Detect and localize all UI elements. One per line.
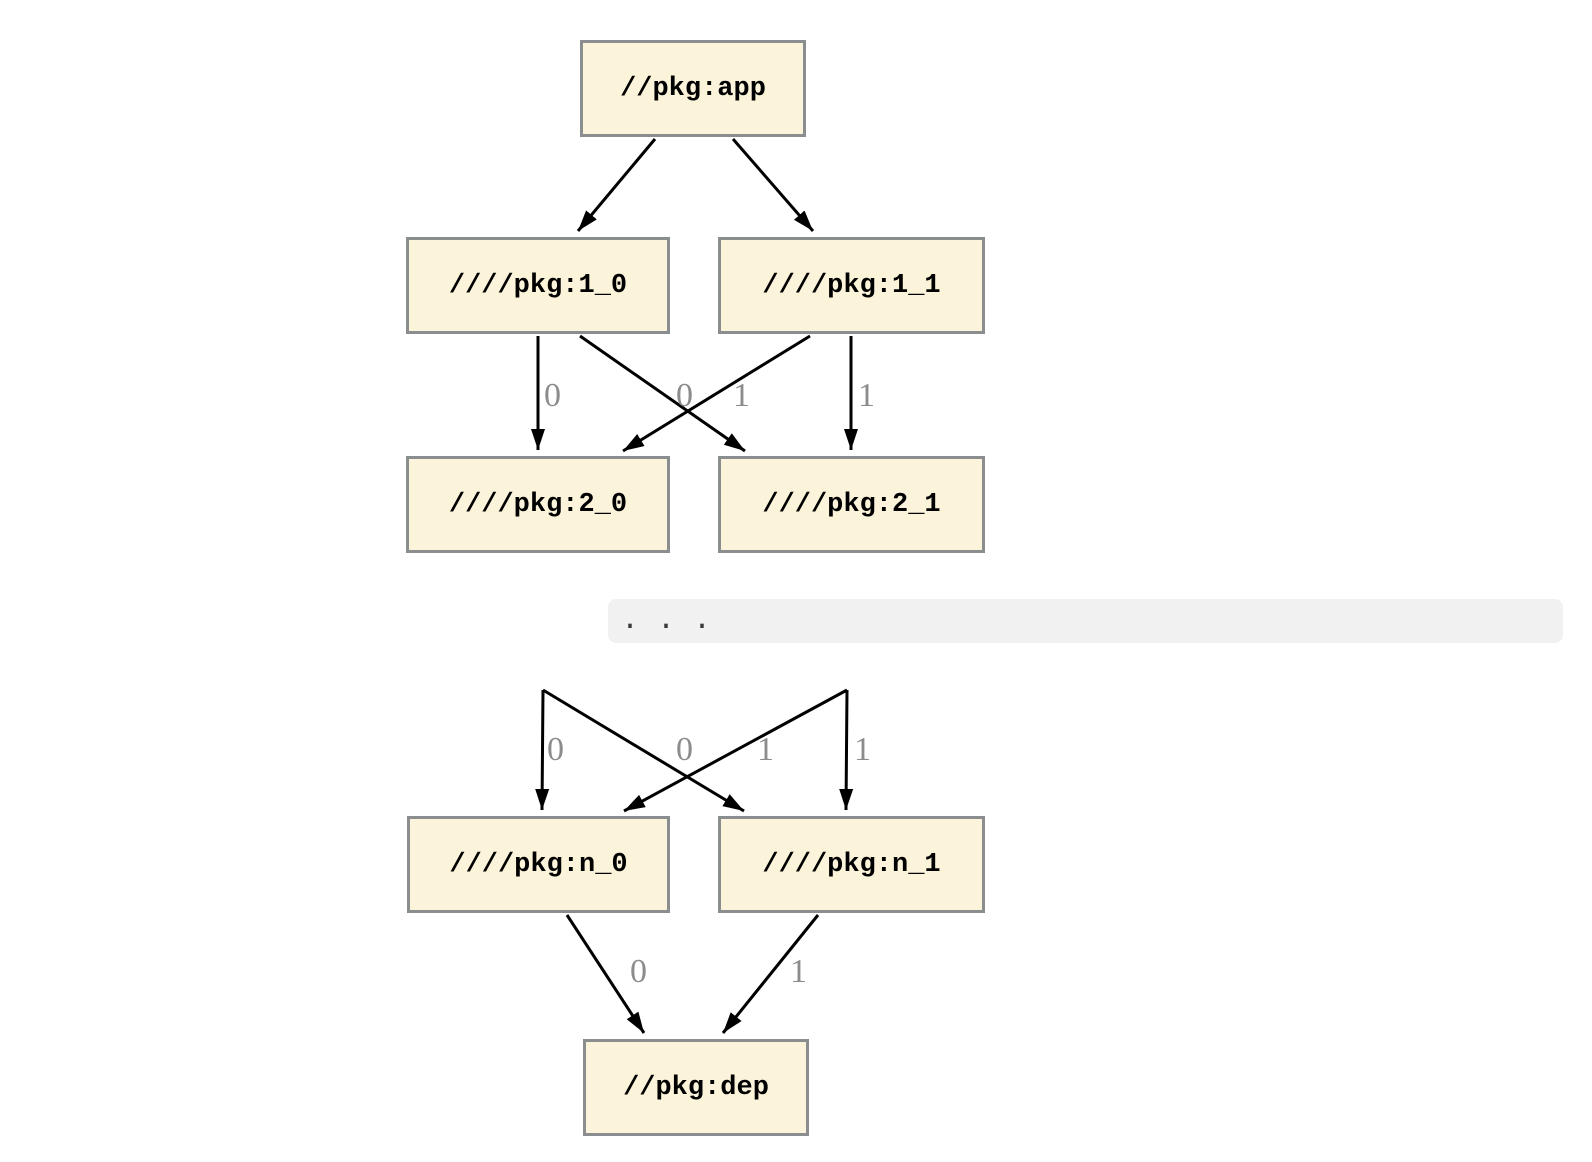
node-pkg-app: //pkg:app [580, 40, 806, 137]
edge-label-l1_1-to-l2_1: 1 [858, 377, 875, 414]
edge-prev_1-to-ln_1 [839, 689, 854, 811]
edge-label-l1_0-to-l2_0: 0 [544, 377, 561, 414]
node-pkg-n-0: ////pkg:n_0 [407, 816, 670, 913]
edge-label-l1_0-to-l2_1: 1 [733, 377, 750, 414]
node-pkg-n-1: ////pkg:n_1 [718, 816, 985, 913]
node-label: //pkg:dep [623, 1072, 769, 1103]
edge-app-to-l1_0 [576, 138, 657, 232]
ellipsis-text: . . . [621, 604, 712, 638]
edge-l1_1-to-l2_0 [622, 334, 811, 453]
node-label: ////pkg:1_0 [448, 270, 628, 301]
edge-label-prev_0-to-ln_0: 0 [547, 731, 564, 768]
node-label: //pkg:app [620, 73, 766, 104]
edge-label-prev_1-to-ln_1: 1 [854, 731, 871, 768]
node-pkg-1-1: ////pkg:1_1 [718, 237, 985, 334]
edge-ln_0-to-dep [565, 914, 646, 1034]
edge-ln_1-to-dep [721, 914, 820, 1034]
edge-prev_0-to-ln_1 [542, 688, 745, 813]
node-label: ////pkg:n_0 [449, 849, 628, 880]
edge-label-prev_1-to-ln_0: 0 [676, 731, 693, 768]
node-label: ////pkg:2_1 [762, 489, 941, 520]
node-pkg-1-0: ////pkg:1_0 [406, 237, 670, 334]
node-label: ////pkg:n_1 [762, 849, 941, 880]
edge-app-to-l1_1 [731, 138, 815, 232]
node-label: ////pkg:2_0 [448, 489, 628, 520]
edge-label-ln_0-to-dep: 0 [630, 953, 647, 990]
node-pkg-dep: //pkg:dep [583, 1039, 809, 1136]
edge-prev_0-to-ln_0 [535, 689, 550, 811]
edge-label-prev_0-to-ln_1: 1 [757, 731, 774, 768]
edge-prev_1-to-ln_0 [623, 688, 848, 813]
edge-label-l1_1-to-l2_0: 0 [676, 377, 693, 414]
edge-label-ln_1-to-dep: 1 [790, 953, 807, 990]
node-pkg-2-0: ////pkg:2_0 [406, 456, 670, 553]
node-label: ////pkg:1_1 [762, 270, 941, 301]
ellipsis-bar: . . . [608, 599, 1563, 643]
edge-l1_0-to-l2_1 [579, 334, 746, 453]
node-pkg-2-1: ////pkg:2_1 [718, 456, 985, 553]
